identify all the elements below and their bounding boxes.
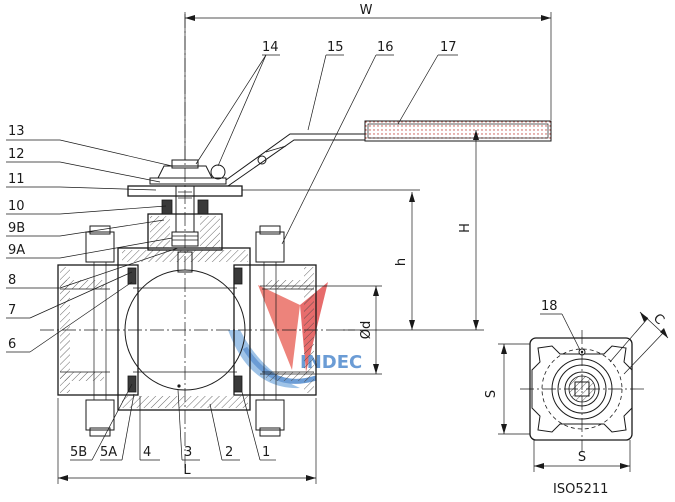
dim-h-large-label: H xyxy=(458,223,473,233)
part-label-6: 6 xyxy=(8,337,16,352)
dimension-h: h H xyxy=(242,130,484,331)
part-label-12: 12 xyxy=(8,147,25,162)
dimension-l: L xyxy=(57,398,317,484)
dimension-d: Ød xyxy=(260,285,382,375)
valve-body xyxy=(57,120,552,437)
part-label-9b: 9B xyxy=(8,221,25,236)
dim-s-vertical-label: S xyxy=(484,390,499,398)
part-label-11: 11 xyxy=(8,172,25,187)
part-label-17: 17 xyxy=(440,40,457,55)
part-labels: 13 12 11 10 9B 9A 8 7 6 14 15 16 17 5B 5… xyxy=(8,40,457,460)
part-label-5a: 5A xyxy=(100,445,117,460)
part-label-8: 8 xyxy=(8,273,16,288)
part-label-1: 1 xyxy=(262,445,270,460)
part-label-16: 16 xyxy=(377,40,394,55)
dim-c-label: C xyxy=(650,311,667,328)
dim-l-label: L xyxy=(183,463,191,478)
dim-s-horizontal-label: S xyxy=(578,450,586,465)
iso-standard-label: ISO5211 xyxy=(553,482,608,497)
part-label-13: 13 xyxy=(8,124,25,139)
part-label-18: 18 xyxy=(541,299,558,314)
iso5211-view: S S C 18 ISO5211 xyxy=(484,299,669,497)
part-label-3: 3 xyxy=(184,445,192,460)
part-label-9a: 9A xyxy=(8,243,25,258)
part-label-4: 4 xyxy=(143,445,151,460)
part-label-5b: 5B xyxy=(70,445,87,460)
part-label-2: 2 xyxy=(225,445,233,460)
part-label-14: 14 xyxy=(262,40,279,55)
part-label-7: 7 xyxy=(8,303,16,318)
part-label-15: 15 xyxy=(327,40,344,55)
dim-h-small-label: h xyxy=(394,258,409,266)
leader-lines xyxy=(6,54,458,461)
dim-w-label: W xyxy=(360,3,373,18)
part-label-10: 10 xyxy=(8,199,25,214)
dim-d-label: Ød xyxy=(359,321,374,339)
dimension-w: W xyxy=(184,3,552,160)
